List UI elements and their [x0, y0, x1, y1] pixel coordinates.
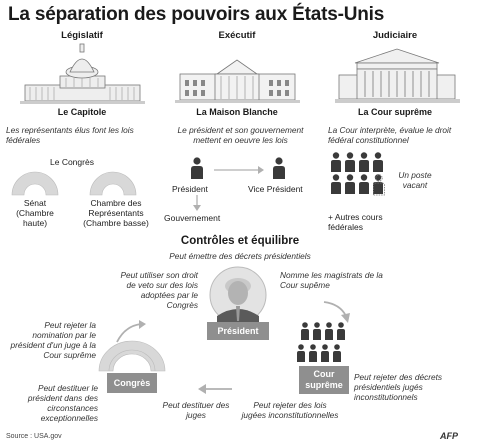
reject-laws-text: Peut rejeter des lois jugées inconstitut… [241, 400, 339, 420]
veto-text: Peut utiliser son droit de veto sur des … [120, 270, 198, 310]
supreme-court-label: La Cour suprême [357, 107, 433, 117]
capitol-icon [20, 40, 145, 105]
president-portrait [209, 266, 267, 329]
judicial-heading: Judiciaire [372, 30, 418, 41]
white-house-label: La Maison Blanche [196, 107, 278, 117]
executive-heading: Exécutif [218, 30, 256, 41]
arrow-to-congress-icon [198, 384, 232, 394]
capitol-label: Le Capitole [57, 107, 107, 117]
legislative-description: Les représentants élus font les lois féd… [6, 125, 134, 145]
reject-nomination-text: Peut rejeter la nomination par le présid… [10, 320, 96, 360]
president-person-icon [190, 157, 204, 179]
afp-logo: AFP [440, 431, 458, 441]
remove-judges-text: Peut destituer des juges [162, 400, 230, 420]
congress-label: Le Congrès [50, 157, 94, 167]
arrow-to-president-icon [115, 320, 147, 344]
court-box: Cour suprême [299, 366, 349, 394]
legislative-heading: Législatif [61, 30, 103, 41]
white-house-icon [175, 52, 300, 104]
remove-president-text: Peut destituer le président dans des cir… [27, 383, 98, 423]
reject-decrees-text: Peut rejeter des décrets présidentiels j… [354, 372, 443, 402]
page-title: La séparation des pouvoirs aux États-Uni… [8, 4, 385, 25]
appoint-text: Nomme les magistrats de la Cour supême [280, 270, 383, 290]
checks-title: Contrôles et équilibre [180, 235, 300, 247]
judicial-description: La Cour interprète, évalue le droit fédé… [328, 125, 452, 145]
source-text: Source : USA.gov [6, 433, 62, 440]
vacant-seat-icon [372, 174, 386, 201]
government-label: Gouvernement [164, 213, 221, 223]
president-box: Président [207, 322, 269, 340]
executive-description: Le président et son gouvernement mettent… [177, 125, 304, 145]
exec-orders-text: Peut émettre des décrets présidentiels [169, 251, 311, 261]
court-justices-icon [296, 322, 352, 371]
arrow-to-court-icon [322, 300, 352, 324]
president-label: Président [172, 184, 208, 194]
vice-president-person-icon [272, 157, 286, 179]
senate-hemicycle-icon [10, 170, 60, 196]
house-hemicycle-icon [88, 170, 138, 196]
arrow-right-icon [214, 166, 264, 174]
vacant-seat-label: Un poste vacant [398, 170, 432, 190]
house-label: Chambre des Représentants (Chambre basse… [83, 198, 149, 228]
other-courts-label: + Autres cours fédérales [328, 212, 383, 232]
congress-hemicycle-icon [97, 340, 167, 372]
vice-president-label: Vice Président [248, 184, 303, 194]
senate-label: Sénat (Chambre haute) [16, 198, 54, 228]
arrow-down-icon [193, 195, 201, 211]
supreme-court-icon [335, 45, 460, 105]
congress-box: Congrès [107, 373, 157, 393]
